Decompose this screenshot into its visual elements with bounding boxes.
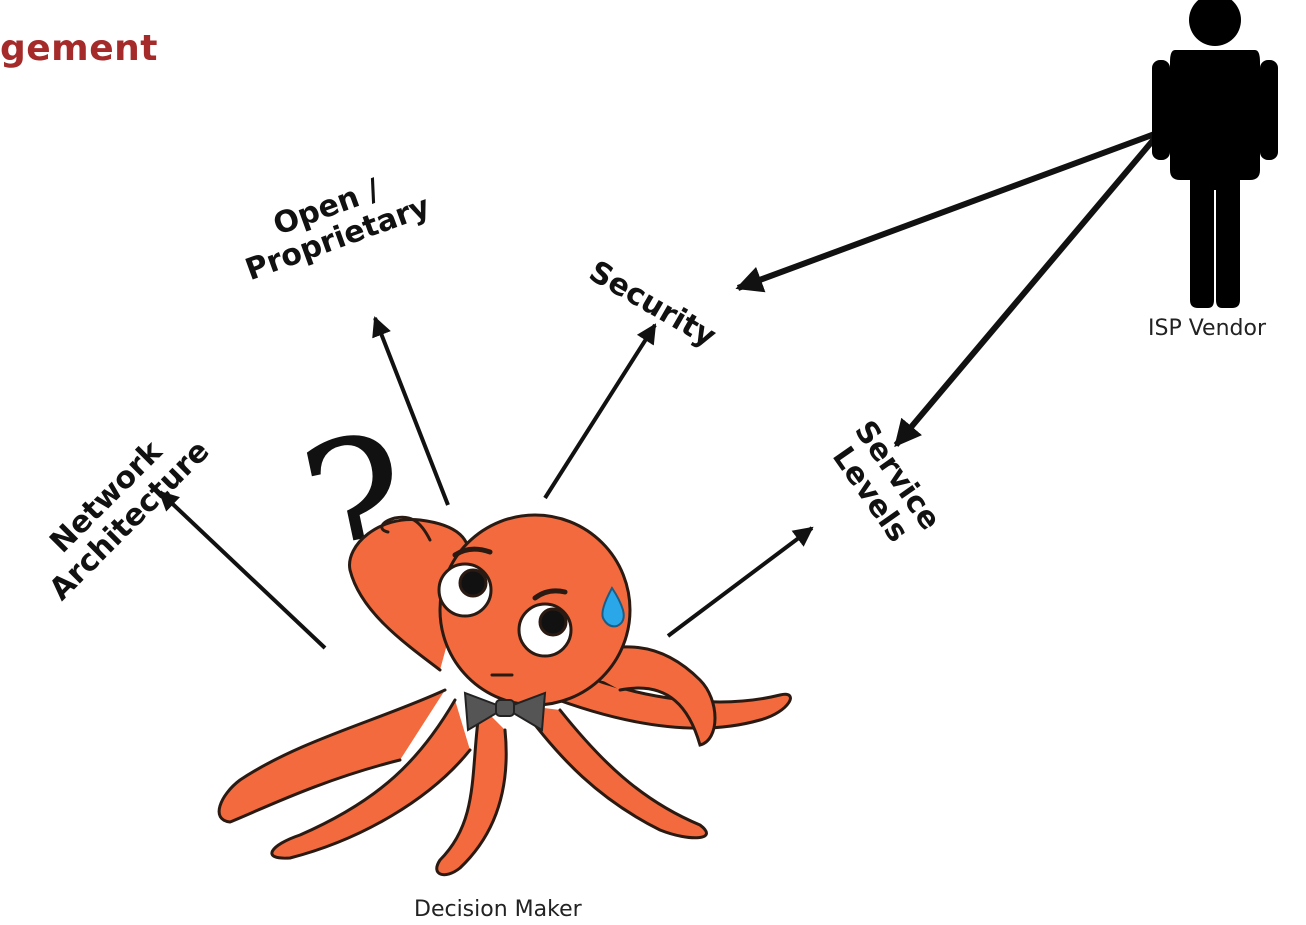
- arrow-to-network-architecture: [160, 492, 325, 648]
- caption-decision-maker: Decision Maker: [414, 897, 582, 922]
- arrow-to-service-levels: [668, 528, 812, 636]
- caption-isp-vendor: ISP Vendor: [1148, 316, 1266, 341]
- octopus-icon: [219, 515, 790, 875]
- person-icon: [1152, 0, 1278, 308]
- arrow-to-security: [545, 325, 655, 498]
